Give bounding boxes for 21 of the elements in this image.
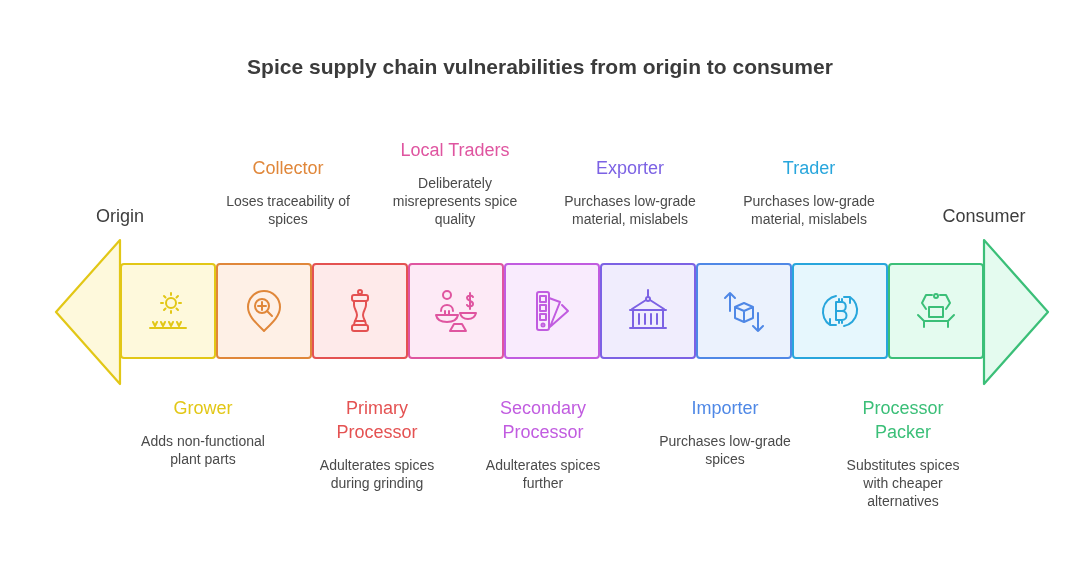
stage-description: Adulterates spices during grinding	[318, 456, 436, 492]
stage-title: Exporter	[596, 157, 664, 180]
stage-title: Processor Packer	[861, 397, 945, 444]
stage-description: Substitutes spices with cheaper alternatives	[845, 456, 961, 510]
stage-description: Loses traceability of spices	[225, 192, 351, 228]
stage-title: Grower	[173, 397, 233, 420]
stage-title: Collector	[252, 157, 324, 180]
stage-description: Purchases low-grade material, mislabels	[563, 192, 697, 228]
endpoint-label: Origin	[96, 205, 144, 228]
stage-title: Secondary Processor	[498, 397, 588, 444]
stage-description: Adds non-functional plant parts	[140, 432, 266, 468]
stage-title: Importer	[691, 397, 759, 420]
stage-title: Trader	[782, 157, 836, 180]
diagram-title: Spice supply chain vulnerabilities from origin to consumer	[247, 54, 833, 80]
stage-title: Local Traders	[400, 139, 510, 162]
stage-description: Deliberately misrepresents spice quality	[391, 174, 519, 228]
endpoint-label: Consumer	[942, 205, 1026, 228]
stage-description: Purchases low-grade material, mislabels	[742, 192, 876, 228]
stage-description: Adulterates spices further	[484, 456, 602, 492]
stage-description: Purchases low-grade spices	[658, 432, 792, 468]
stage-title: Primary Processor	[335, 397, 419, 444]
